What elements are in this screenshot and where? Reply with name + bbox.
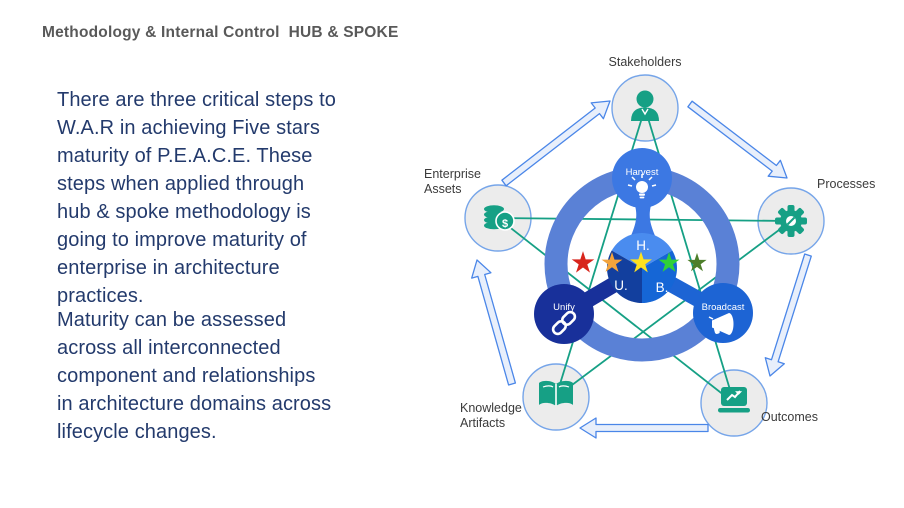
open-book-icon <box>539 380 573 406</box>
star-5 <box>687 252 707 272</box>
broadcast-abbrev: B. <box>656 280 669 295</box>
hub-unify <box>534 284 594 344</box>
outcomes-label: Outcomes <box>761 410 818 424</box>
arrow-assets-to-stakeholders <box>501 100 611 187</box>
body-paragraph-2: Maturity can be assessed across all inte… <box>57 309 332 443</box>
hub-broadcast <box>693 283 753 343</box>
person-icon <box>631 90 659 121</box>
enterprise-assets-label: Enterprise Assets <box>424 167 481 196</box>
arrow-processes-to-outcomes <box>764 253 812 377</box>
harvest-abbrev: H. <box>636 238 650 253</box>
megaphone-icon <box>708 313 734 335</box>
star-3 <box>630 251 652 273</box>
star-4 <box>658 252 680 272</box>
arrow-stakeholders-to-processes <box>687 100 788 179</box>
dollar-glyph: $ <box>502 218 508 230</box>
arrow-knowledge-to-assets <box>471 259 517 386</box>
coins-icon <box>484 205 515 231</box>
unify-abbrev: U. <box>614 278 628 293</box>
idea-icon <box>627 174 657 199</box>
gear-icon <box>775 205 807 237</box>
star-1 <box>571 251 595 273</box>
star-2 <box>601 252 623 272</box>
maturity-stars <box>571 251 707 273</box>
arrow-outcomes-to-knowledge <box>579 417 709 439</box>
body-paragraph-1: There are three critical steps to W.A.R … <box>57 89 336 307</box>
stakeholders-label: Stakeholders <box>608 55 682 69</box>
laptop-trend-icon <box>718 387 750 413</box>
page-title: Methodology & Internal Control HUB & SPO… <box>42 24 399 41</box>
harvest-label: Harvest <box>626 167 659 178</box>
sector-harvest <box>611 233 673 268</box>
knowledge-artifacts-label: Knowledge Artifacts <box>460 401 522 430</box>
unify-label: Unify <box>553 302 575 313</box>
broadcast-label: Broadcast <box>702 302 745 313</box>
processes-label: Processes <box>817 177 876 191</box>
chain-link-icon <box>551 310 577 336</box>
flow-arrows <box>471 100 812 439</box>
